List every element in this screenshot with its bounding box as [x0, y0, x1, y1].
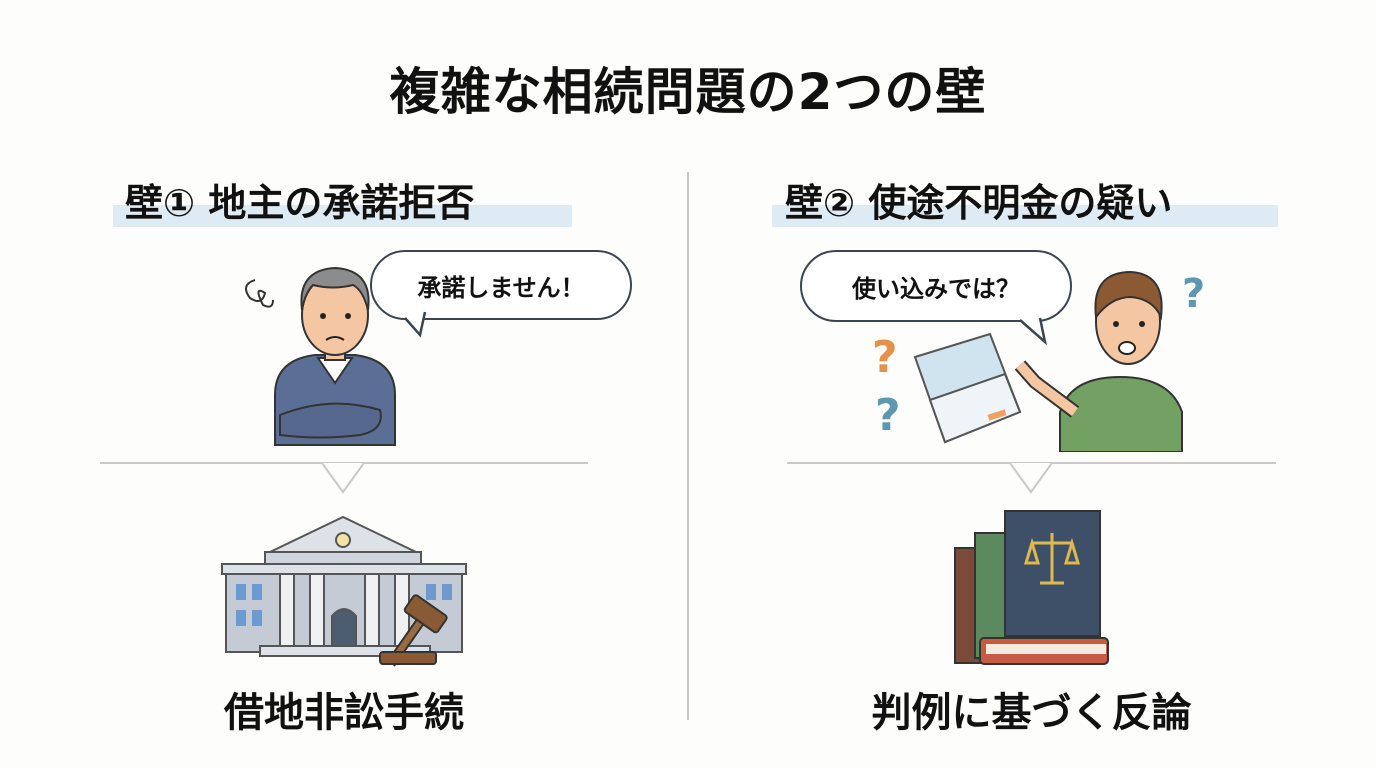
right-heading: 壁② 使途不明金の疑い — [785, 181, 1173, 225]
right-speech-bubble: 使い込みでは？ — [800, 250, 1072, 322]
bubble-tail — [404, 311, 427, 338]
scales-of-justice-icon — [1023, 533, 1081, 585]
question-mark-icon: ? — [875, 390, 901, 441]
brown-hair — [1094, 270, 1163, 321]
left-speech-bubble: 承諾しません！ — [370, 250, 632, 320]
swirl-icon — [245, 279, 274, 308]
bankbook-icon — [913, 332, 1022, 444]
left-heading: 壁① 地主の承諾拒否 — [125, 181, 475, 225]
suspicious-heir-illustration: ? ? ? — [872, 270, 1205, 452]
center-divider — [687, 172, 689, 720]
left-chevron-down-icon — [321, 462, 365, 494]
left-speech-text: 承諾しません！ — [417, 273, 585, 302]
courthouse-gavel-icon — [221, 515, 467, 667]
right-chevron-down-icon — [1009, 462, 1053, 494]
right-heading-highlight — [772, 205, 1278, 227]
right-speech-text: 使い込みでは？ — [852, 274, 1020, 303]
right-result-label: 判例に基づく反論 — [871, 690, 1192, 736]
page-title: 複雑な相続問題の2つの壁 — [389, 63, 987, 121]
question-mark-icon: ? — [872, 332, 898, 383]
gray-hair — [300, 266, 370, 311]
worried-landlord-illustration — [245, 266, 427, 446]
left-result-label: 借地非訟手続 — [224, 690, 464, 736]
question-mark-icon: ? — [1182, 271, 1205, 317]
green-sweater — [1059, 375, 1183, 452]
left-heading-highlight — [113, 205, 572, 227]
law-books-scales-icon — [954, 510, 1109, 665]
